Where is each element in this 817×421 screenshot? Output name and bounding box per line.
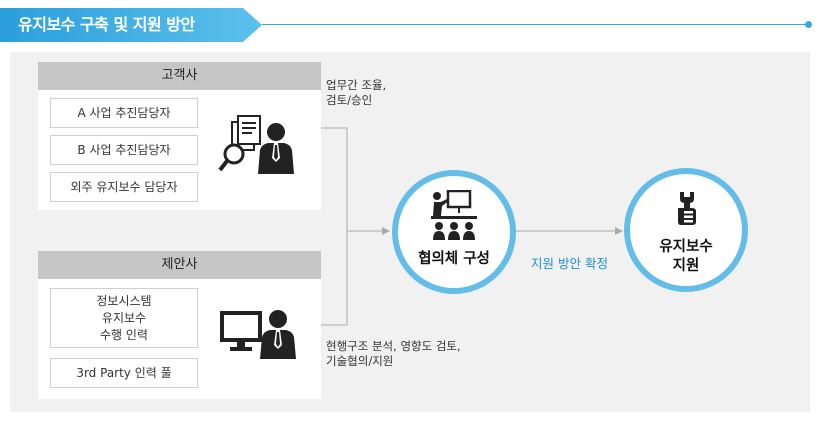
support-circle: [624, 168, 748, 292]
client-item-outsourcing: 외주 유지보수 담당자: [50, 172, 198, 202]
page-title: 유지보수 구축 및 지원 방안: [18, 15, 195, 34]
connector-client: [321, 127, 382, 232]
proposer-item-maintenance-staff: 정보시스템 유지보수 수행 인력: [50, 288, 198, 348]
analysis-note: 현행구조 분석, 영향도 검토, 기술협의/지원: [326, 339, 461, 368]
banner-shape: [0, 8, 262, 42]
client-box: 고객사 A 사업 추진담당자 B 사업 추진담당자 외주 유지보수 담당자: [38, 62, 321, 210]
client-box-title: 고객사: [38, 62, 321, 90]
hand-wrench-icon: [678, 192, 696, 225]
coordination-note: 업무간 조율, 검토/승인: [326, 78, 387, 107]
monitor-worker-icon: [220, 310, 296, 359]
connector-lines: [321, 127, 623, 326]
support-label: 유지보수 지원: [659, 239, 713, 274]
connector-label: 지원 방안 확정: [531, 256, 608, 271]
client-item-a: A 사업 추진담당자: [50, 98, 198, 128]
arrow-council: [382, 227, 390, 235]
council-label: 협의체 구성: [418, 251, 490, 267]
council-circle: [392, 170, 516, 294]
proposer-box: 제안사 정보시스템 유지보수 수행 인력 3rd Party 인력 풀: [38, 251, 321, 399]
diagram-panel: 고객사 A 사업 추진담당자 B 사업 추진담당자 외주 유지보수 담당자 제안…: [10, 52, 810, 412]
presentation-meeting-icon: [431, 190, 477, 240]
client-item-b: B 사업 추진담당자: [50, 135, 198, 165]
header-divider: [262, 24, 808, 25]
proposer-item-third-party: 3rd Party 인력 풀: [50, 358, 198, 388]
proposer-box-title: 제안사: [38, 251, 321, 279]
header-dot: [805, 21, 812, 28]
header-banner: 유지보수 구축 및 지원 방안: [0, 8, 262, 42]
manager-with-documents-icon: [218, 115, 294, 174]
arrow-support: [615, 227, 623, 235]
connector-proposer: [321, 231, 348, 326]
